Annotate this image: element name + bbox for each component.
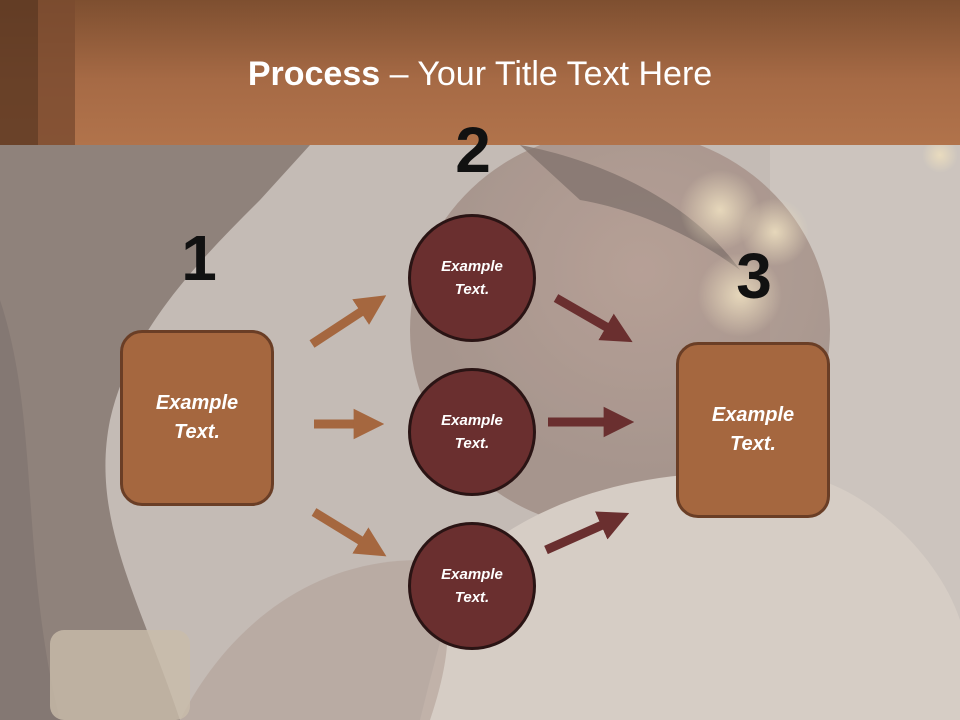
circle-text: Example Text. <box>441 566 503 606</box>
slide-title[interactable]: Process – Your Title Text Here <box>0 52 960 96</box>
left-box-text: Example Text. <box>155 392 239 443</box>
process-circle-bottom[interactable]: Example Text. <box>408 522 536 650</box>
title-bold-part: Process <box>247 55 381 93</box>
circle-text: Example Text. <box>441 412 503 452</box>
right-process-box[interactable]: Example Text. <box>676 342 830 518</box>
left-process-box[interactable]: Example Text. <box>120 330 274 506</box>
arrow-down-right <box>311 508 387 557</box>
step-number-3: 3 <box>736 240 772 312</box>
title-bar: Process – Your Title Text Here <box>0 0 960 145</box>
process-circle-top[interactable]: Example Text. <box>408 214 536 342</box>
step-number-1: 1 <box>181 222 217 294</box>
circle-text: Example Text. <box>441 258 503 298</box>
process-circle-middle[interactable]: Example Text. <box>408 368 536 496</box>
arrow-up-right <box>309 295 387 348</box>
header-accent-strip <box>0 0 38 145</box>
right-box-text: Example Text. <box>711 404 795 455</box>
header-accent-strip <box>38 0 75 145</box>
step-number-2: 2 <box>455 114 491 186</box>
arrow-down-right-dark <box>553 294 633 343</box>
title-rest: – Your Title Text Here <box>380 55 713 93</box>
arrow-up-right-dark <box>544 511 630 555</box>
